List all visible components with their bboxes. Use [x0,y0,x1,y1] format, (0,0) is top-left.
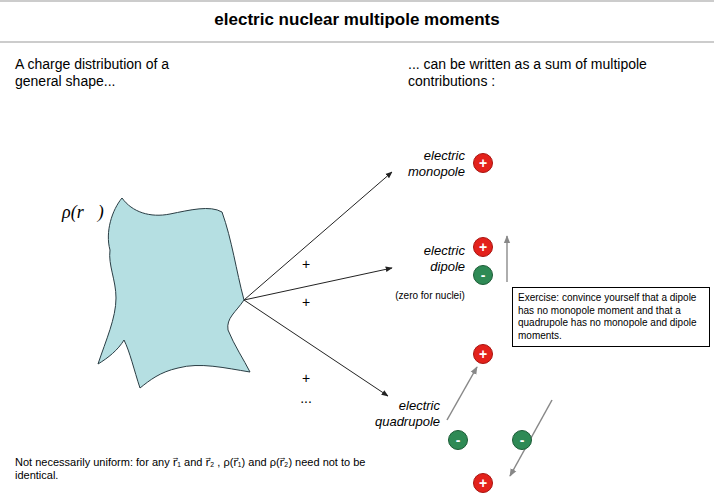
plus-sign: + [298,256,314,273]
point-charge: + [473,153,493,173]
blob-outline [98,198,250,388]
decomposition-arrow [244,172,392,300]
multipole-name: electric dipole [395,243,465,274]
multipole-name: electric quadrupole [360,398,440,429]
note-text: (zero for nuclei) [385,290,475,302]
multipole-name: electric monopole [395,148,465,179]
intro-text: ... can be written as a sum of multipole… [408,56,708,90]
charge-sign: + [479,240,487,254]
title-rule [0,42,714,43]
charge-sign: - [520,433,525,447]
charge-sign: + [479,347,487,361]
charge-sign: - [456,433,461,447]
dipole-arrow [506,236,507,282]
ellipsis: ... [294,390,318,407]
slide-title: electric nuclear multipole moments [0,10,714,30]
point-charge: - [448,430,468,450]
charge-sign: - [481,268,486,282]
slide-border [0,1,714,2]
quadrupole-arrow [510,400,552,476]
point-charge: + [473,344,493,364]
point-charge: - [512,430,532,450]
point-charge: - [473,265,493,285]
exercise-text: Exercise: convince yourself that a dipol… [518,292,704,342]
intro-text: A charge distribution of a general shape… [15,56,215,90]
quadrupole-arrow [447,367,477,420]
point-charge: + [473,473,493,493]
density-label: ρ(r⃗) [62,202,104,223]
decomposition-arrow [244,300,388,396]
charge-sign: + [479,476,487,490]
plus-sign: + [298,294,314,311]
point-charge: + [473,237,493,257]
decomposition-arrow [244,268,392,300]
plus-sign: + [298,370,314,387]
charge-distribution: ρ(r⃗) [60,190,255,390]
charge-sign: + [479,156,487,170]
footnote: Not necessarily uniform: for any r⃗₁ and… [15,456,385,482]
exercise-box: Exercise: convince yourself that a dipol… [512,287,710,347]
